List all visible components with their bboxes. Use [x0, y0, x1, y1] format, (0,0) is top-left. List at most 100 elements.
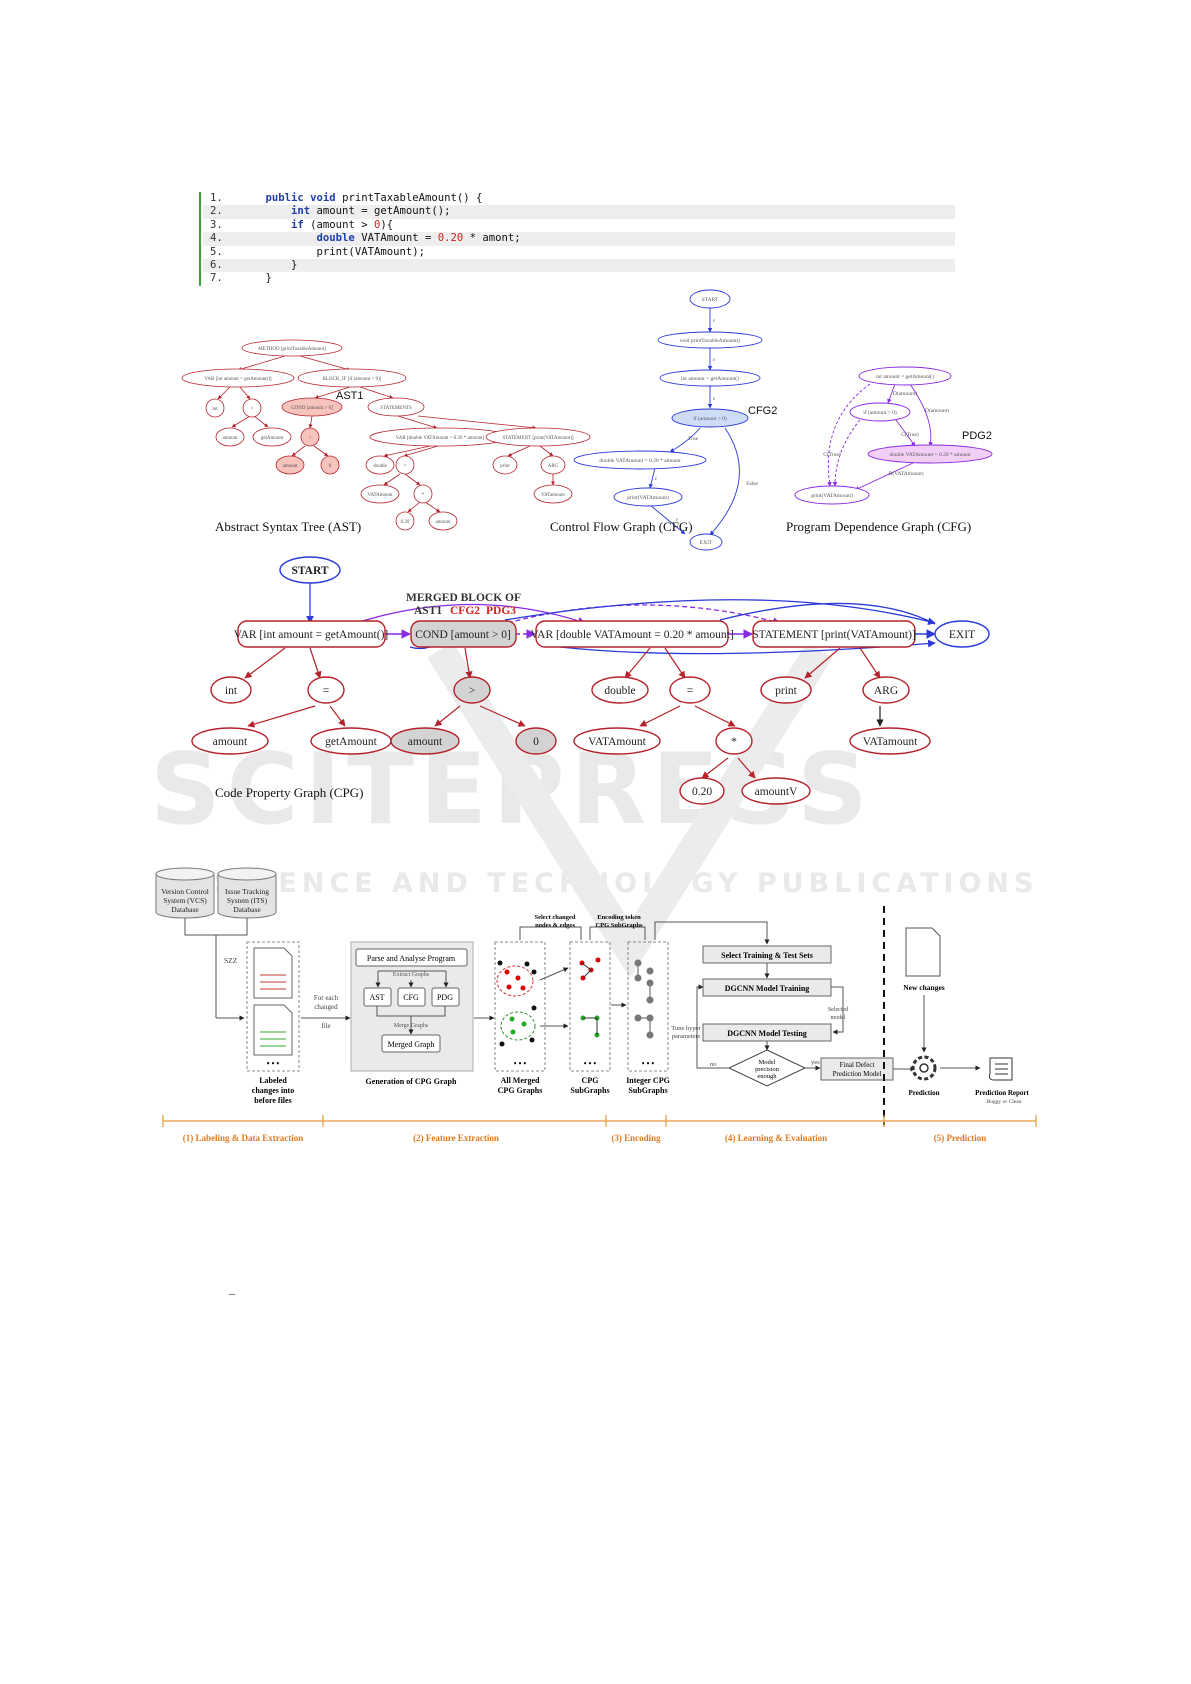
code-line: 4. double VATAmount = 0.20 * amont;: [199, 232, 955, 246]
cpg-sub-2: SubGraphs: [570, 1086, 609, 1095]
cpg-sub-dots: • • •: [579, 957, 601, 1068]
svg-text:Database: Database: [171, 905, 199, 914]
svg-text:precision: precision: [755, 1066, 780, 1073]
parse-box: [355, 948, 468, 967]
code-token: if: [291, 218, 304, 231]
cpg-sub-1: CPG: [582, 1076, 599, 1085]
pdg-int: int amount = getAmount(): [876, 373, 934, 380]
cfg-edge-e5: ε: [676, 517, 679, 523]
watermark-logo: [427, 641, 833, 979]
svg-text:CFG2: CFG2: [450, 605, 480, 617]
pdg-tag: PDG2: [962, 430, 992, 442]
ast-print: print: [500, 464, 510, 469]
cpg-vatamount: VATAmount: [588, 736, 646, 748]
pdg-box: PDG: [437, 993, 453, 1002]
svg-text:• • •: • • •: [267, 1059, 280, 1068]
cpg-double: double: [604, 685, 635, 697]
cpg-eq: =: [323, 685, 330, 697]
ast-amount2: amount: [283, 464, 299, 469]
graphs-figure: METHOD [printTaxableAmount] VAR [int amo…: [181, 289, 993, 551]
extract-label: Extract Graphs: [393, 972, 430, 978]
cfg-edge-e2: ε: [713, 357, 716, 363]
pdg-edge-ctrue2: C(True): [823, 451, 841, 458]
code-line: 6. }: [199, 258, 955, 273]
parse-label: Parse and Analyse Program: [367, 954, 456, 963]
cpg-zero: 0: [533, 736, 539, 748]
cpg-gt: >: [469, 685, 476, 697]
svg-text:Version Control: Version Control: [161, 887, 209, 896]
ast-statements: STATEMENTS: [380, 406, 412, 411]
ast-vatamount: VATAmount: [367, 493, 393, 498]
cfg-labels: START void printTaxableAmount() int amou…: [599, 297, 758, 546]
phase-4: (4) Learning & Evaluation: [725, 1133, 827, 1143]
code-token: 0.20: [437, 232, 464, 245]
code-token: * amont;: [463, 232, 521, 245]
encoding-token-2: CPG SubGraphs: [595, 922, 643, 929]
cfg-nodes: [573, 289, 763, 551]
cpg-amountv: amountV: [755, 786, 798, 798]
cpg-sub-box: [569, 941, 611, 1072]
code-token: VATAmount =: [354, 232, 438, 245]
pdg-caption: Program Dependence Graph (CFG): [786, 519, 971, 534]
svg-text:System (ITS): System (ITS): [227, 896, 268, 905]
ast-mul: *: [422, 493, 425, 498]
code-token: print(VATAmount);: [316, 245, 425, 258]
ast-edges: [217, 355, 555, 513]
cpg-merged-label: MERGED BLOCK OF AST1 CFG2 PDG3: [406, 592, 521, 617]
ast-int: int: [212, 407, 218, 412]
cfg-start: START: [702, 297, 719, 303]
labeled-files: • • •: [246, 941, 300, 1072]
ast-gt: >: [309, 436, 312, 441]
code-line: 3. if (amount > 0){: [199, 218, 955, 233]
select-sets-label: Select Training & Test Sets: [721, 951, 813, 960]
svg-text:• • •: • • •: [514, 1059, 527, 1068]
new-changes-doc-icon: [905, 927, 941, 977]
all-merged-2: CPG Graphs: [498, 1086, 543, 1095]
its-database: Issue Tracking System (ITS) Database: [217, 867, 277, 919]
code-line: 5. print(VATAmount);: [199, 245, 955, 259]
line-number: 4.: [210, 232, 223, 245]
svg-text:Model: Model: [759, 1059, 776, 1066]
cpg-start: START: [291, 565, 328, 577]
line-number: 5.: [210, 245, 223, 258]
ast-nodes: [181, 339, 591, 531]
svg-text:Database: Database: [233, 905, 261, 914]
code-token: ){: [380, 218, 394, 231]
pdg-edge-d2: D(amount): [925, 407, 949, 414]
ast-vatamount2: VATamount: [541, 493, 565, 498]
ast-double: double: [373, 464, 387, 469]
ast-eq2: =: [404, 464, 407, 469]
integer-cpg-1: Integer CPG: [626, 1076, 670, 1085]
ast-labels: METHOD [printTaxableAmount] VAR [int amo…: [204, 347, 573, 525]
select-changed-2: nodes & edges: [535, 922, 575, 929]
merge-label: Merge Graphs: [394, 1023, 429, 1029]
code-token: 0: [373, 218, 381, 231]
pdg-if: if (amount > 0): [863, 409, 897, 416]
ast-block: BLOCK_IF [if (amount > 0)]: [323, 377, 382, 382]
cpg-print: print: [775, 685, 798, 697]
svg-text:PDG3: PDG3: [486, 605, 516, 617]
szz-label: SZZ: [224, 956, 238, 965]
all-merged-box: [494, 941, 546, 1072]
labeled-label-1: Labeled: [259, 1076, 287, 1085]
ast-getamount: getAmount: [261, 436, 284, 441]
for-each-2: changed: [314, 1003, 338, 1011]
cfg-double: double VATAmount = 0.20 * amount: [599, 458, 681, 464]
svg-text:MERGED BLOCK OF: MERGED BLOCK OF: [406, 592, 521, 604]
labeled-label-2: changes into: [252, 1086, 294, 1095]
cfg-tag: CFG2: [748, 405, 777, 417]
ast-c020: 0.20: [401, 520, 410, 525]
ast-cond: COND [amount > 0]: [291, 406, 333, 411]
cpg-amount2: amount: [408, 736, 443, 748]
code-listing: 1. public void printTaxableAmount() {2. …: [199, 192, 955, 286]
cpg-nodes: [191, 556, 990, 805]
ast-arg: ARG: [548, 464, 559, 469]
decision-diamond: [727, 1049, 807, 1087]
pdg-nodes: [794, 366, 993, 505]
phase-3: (3) Encoding: [611, 1133, 661, 1143]
cpg-figure: START VAR [int amount = getAmount()] CON…: [191, 556, 990, 805]
svg-text:• • •: • • •: [642, 1059, 655, 1068]
cpg-getamount: getAmount: [325, 736, 378, 748]
selected-model-1: Selected: [828, 1007, 848, 1013]
code-token: }: [291, 258, 298, 271]
